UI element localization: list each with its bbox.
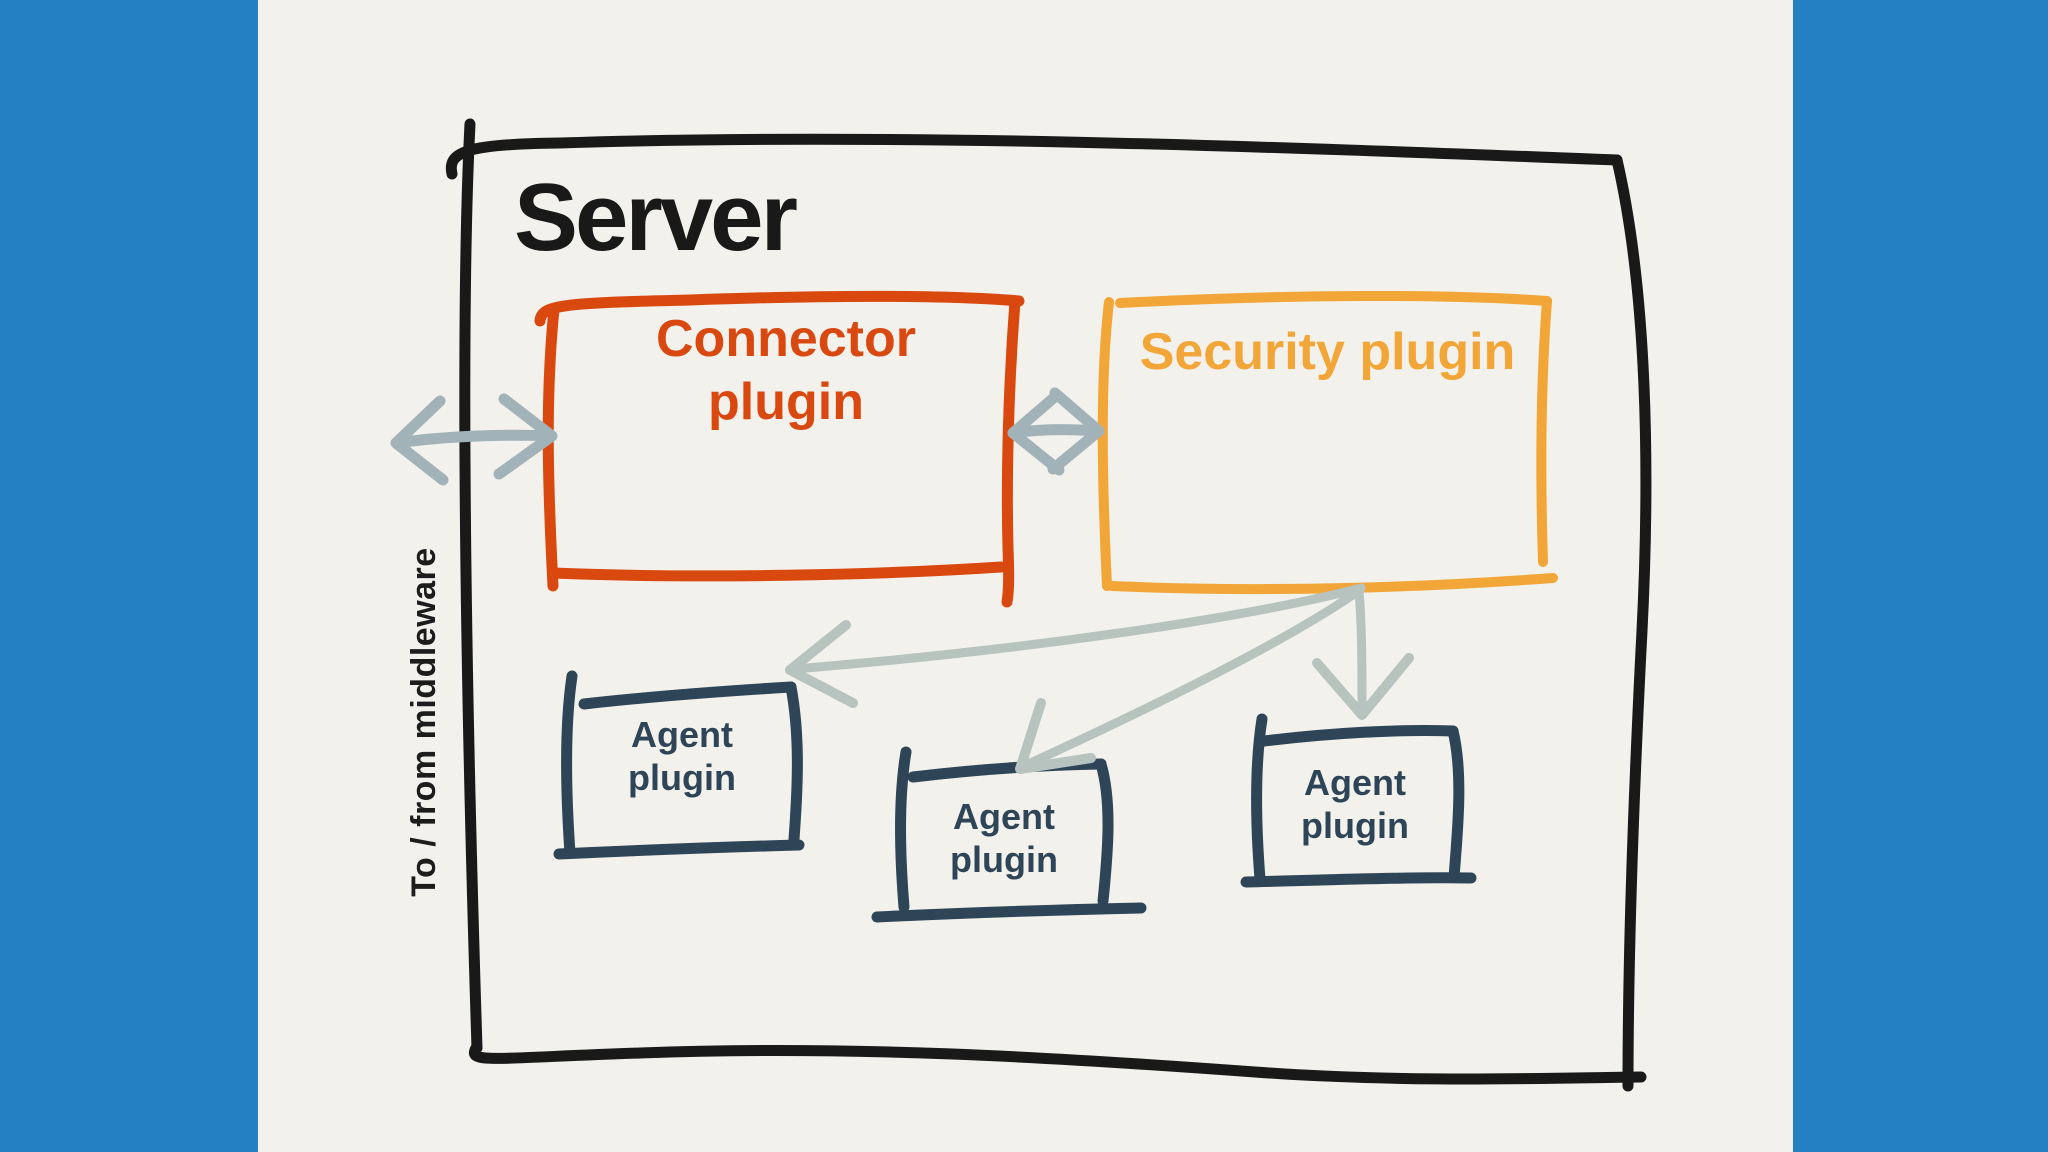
agent-right-box-left	[1251, 713, 1268, 885]
security-to-agent-middle-arrow-icon	[1015, 585, 1365, 774]
right-letterbox-bar	[1793, 0, 2048, 1152]
server-title: Server	[514, 164, 798, 271]
security-box-top	[1115, 290, 1552, 308]
security-to-agent-left-arrow-icon	[785, 583, 1366, 708]
agent-middle-box-top	[907, 758, 1107, 783]
middleware-arrow-right-head	[493, 393, 558, 480]
agent-middle-box-left	[895, 746, 912, 913]
middleware-side-label: To / from middleware	[405, 547, 443, 897]
security-plugin-label: Security plugin	[1139, 323, 1516, 381]
server-border-top	[445, 133, 1623, 180]
fan-arrow-middle-head	[1015, 698, 1096, 774]
server-border-right	[1611, 154, 1652, 1092]
agent-left-label-line2: plugin	[628, 757, 736, 798]
agent-right-box-bottom	[1240, 872, 1477, 888]
connector-label-line2: plugin	[708, 373, 864, 431]
connector-box-bottom	[547, 561, 1007, 582]
left-letterbox-bar	[0, 0, 258, 1152]
connector-plugin-box	[534, 290, 1025, 608]
agent-right-label-line2: plugin	[1301, 805, 1409, 846]
fan-arrow-right-shaft	[1354, 587, 1367, 717]
agent-left-label-line1: Agent	[631, 714, 733, 755]
connector-security-bidirectional-arrow-icon	[1007, 387, 1105, 476]
agent-middle-box-right	[1095, 758, 1114, 907]
connector-box-right	[1001, 295, 1021, 608]
server-border-bottom	[468, 1042, 1647, 1085]
fan-arrow-left-shaft	[790, 583, 1366, 674]
connector-security-arrow-left-head	[1007, 389, 1065, 476]
connector-plugin-label: Connector plugin	[556, 308, 1016, 434]
fan-arrow-right-head	[1312, 653, 1414, 720]
agent-left-box-left	[561, 670, 578, 859]
fan-arrow-middle-shaft	[1019, 585, 1365, 771]
middleware-bidirectional-arrow-icon	[390, 393, 558, 486]
server-box-border	[445, 118, 1652, 1092]
fan-arrow-left-head	[785, 620, 858, 708]
agent-middle-label-line1: Agent	[953, 796, 1055, 837]
agent-right-box-top	[1258, 725, 1459, 747]
connector-security-arrow-right-head	[1047, 387, 1105, 475]
connector-label-line1: Connector	[656, 310, 916, 368]
agent-plugin-right-label: Agent plugin	[1255, 761, 1455, 847]
agent-plugin-left-label: Agent plugin	[567, 713, 797, 799]
connector-box-left	[542, 303, 560, 592]
agent-middle-label-line2: plugin	[950, 839, 1058, 880]
agent-middle-box-bottom	[871, 902, 1147, 923]
agent-left-box-right	[785, 681, 803, 845]
agent-left-box-top	[578, 681, 797, 710]
middleware-arrow-left-head	[390, 395, 449, 486]
agent-plugin-middle-label: Agent plugin	[900, 795, 1108, 881]
server-border-left	[459, 118, 483, 1054]
security-to-agent-right-arrow-icon	[1312, 587, 1414, 720]
agent-plugin-box-left	[553, 670, 805, 860]
connector-security-arrow-shaft	[1007, 424, 1103, 439]
security-box-bottom	[1107, 573, 1558, 595]
agent-right-label-line1: Agent	[1304, 762, 1406, 803]
security-box-right	[1536, 296, 1552, 567]
middleware-arrow-shaft	[391, 429, 557, 449]
agent-plugin-box-right	[1240, 713, 1477, 888]
agent-right-box-right	[1447, 725, 1465, 883]
agent-left-box-bottom	[553, 839, 805, 860]
